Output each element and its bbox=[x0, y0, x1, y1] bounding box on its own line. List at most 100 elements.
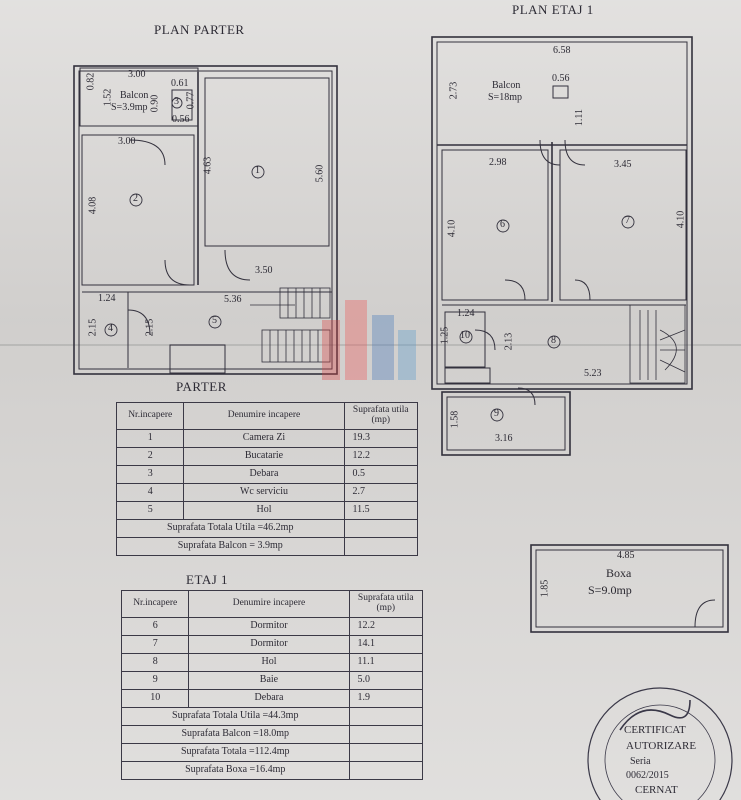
boxa-height-dim: 1.85 bbox=[539, 579, 551, 598]
table-total-row: Suprafata Totala Utila =44.3mp bbox=[121, 707, 423, 726]
table-row: 1 Camera Zi 19.3 bbox=[115, 429, 418, 448]
table-row: 8 Hol 11.1 bbox=[120, 653, 423, 672]
dim-label: 0.82 bbox=[85, 72, 97, 91]
col-header: Suprafata utila (mp) bbox=[348, 590, 423, 618]
table-total-row: Suprafata Balcon =18.0mp bbox=[121, 725, 423, 744]
cell-area: 1.9 bbox=[348, 689, 423, 708]
cell-name: Debara bbox=[188, 689, 350, 708]
cell-area: 2.7 bbox=[343, 483, 418, 502]
cell-area: 11.1 bbox=[348, 653, 423, 672]
cell-name: Bucatarie bbox=[183, 447, 345, 466]
col-header: Nr.incapere bbox=[120, 590, 190, 618]
dim-label: 4.10 bbox=[675, 210, 687, 229]
cell-area: 5.0 bbox=[348, 671, 423, 690]
table-row: 4 Wc serviciu 2.7 bbox=[115, 483, 418, 502]
watermark-logo bbox=[322, 300, 416, 380]
room-number: 4 bbox=[108, 323, 113, 334]
cell-nr: 1 bbox=[115, 429, 185, 448]
stamp-line: Seria bbox=[630, 756, 651, 767]
cell-nr: 3 bbox=[115, 465, 185, 484]
stamp-line: CERTIFICAT bbox=[624, 724, 686, 736]
dim-label: 3.00 bbox=[128, 69, 146, 80]
room-number: 8 bbox=[551, 335, 556, 346]
dim-label: 3.45 bbox=[614, 159, 632, 170]
dim-label: 0.77 bbox=[185, 91, 197, 110]
cell-area: 14.1 bbox=[348, 635, 423, 654]
room-number: 2 bbox=[133, 193, 138, 204]
stamp-line: 0062/2015 bbox=[626, 770, 669, 781]
dim-label: 3.00 bbox=[118, 136, 136, 147]
dim-label: 4.63 bbox=[202, 156, 214, 175]
cell-nr: 7 bbox=[120, 635, 190, 654]
paper-fold-horizontal bbox=[0, 344, 741, 346]
total-utila: Suprafata Totala Utila =46.2mp bbox=[116, 519, 345, 538]
cell-name: Dormitor bbox=[188, 617, 350, 636]
cell-nr: 6 bbox=[120, 617, 190, 636]
heading-parter: PARTER bbox=[176, 379, 227, 394]
total-utila: Suprafata Totala Utila =44.3mp bbox=[121, 707, 350, 726]
room-number: 1 bbox=[255, 165, 260, 176]
dim-label: 2.73 bbox=[448, 81, 460, 100]
col-header: Denumire incapere bbox=[183, 402, 345, 430]
cell-name: Debara bbox=[183, 465, 345, 484]
dim-label: 3.50 bbox=[255, 265, 273, 276]
dim-label: 5.23 bbox=[584, 368, 602, 379]
table-total-row: Suprafata Boxa =16.4mp bbox=[121, 761, 423, 780]
cell-name: Hol bbox=[188, 653, 350, 672]
cell-nr: 9 bbox=[120, 671, 190, 690]
table-row: 5 Hol 11.5 bbox=[115, 501, 418, 520]
cell-nr: 5 bbox=[115, 501, 185, 520]
cell-area: 12.2 bbox=[343, 447, 418, 466]
dim-label: 1.25 bbox=[439, 326, 451, 345]
dim-label: 0.56 bbox=[552, 73, 570, 84]
room-number: 10 bbox=[460, 330, 470, 341]
dim-label: 5.60 bbox=[314, 164, 326, 183]
room-number: 6 bbox=[500, 219, 505, 230]
room-number: 9 bbox=[494, 408, 499, 419]
table-row: 6 Dormitor 12.2 bbox=[120, 617, 423, 636]
stamp-line: AUTORIZARE bbox=[626, 740, 697, 752]
col-header: Nr.incapere bbox=[115, 402, 185, 430]
cell-area: 0.5 bbox=[343, 465, 418, 484]
parter-outline bbox=[73, 65, 338, 375]
cell-name: Hol bbox=[183, 501, 345, 520]
cell-area: 11.5 bbox=[343, 501, 418, 520]
cell-name: Wc serviciu bbox=[183, 483, 345, 502]
boxa-area: S=9.0mp bbox=[588, 583, 632, 597]
col-header: Denumire incapere bbox=[188, 590, 350, 618]
boxa-width-dim: 4.85 bbox=[617, 550, 635, 561]
table-row: 9 Baie 5.0 bbox=[120, 671, 423, 690]
balcon-area-etaj: S=18mp bbox=[488, 92, 522, 103]
cell-nr: 2 bbox=[115, 447, 185, 466]
room-number: 5 bbox=[212, 315, 217, 326]
table-total-row: Suprafata Balcon = 3.9mp bbox=[116, 537, 418, 556]
table-row: 7 Dormitor 14.1 bbox=[120, 635, 423, 654]
dim-label: 4.10 bbox=[446, 219, 458, 238]
dim-label: 0.90 bbox=[149, 94, 161, 113]
cell-nr: 4 bbox=[115, 483, 185, 502]
dim-label: 2.98 bbox=[489, 157, 507, 168]
table-total-row: Suprafata Totala Utila =46.2mp bbox=[116, 519, 418, 538]
dim-label: 1.24 bbox=[457, 308, 475, 319]
total-suprafata: Suprafata Totala =112.4mp bbox=[121, 743, 350, 762]
dim-label: 4.08 bbox=[87, 196, 99, 215]
balcon-label-etaj: Balcon bbox=[492, 80, 521, 91]
dim-label: 3.16 bbox=[495, 433, 513, 444]
dim-label: 0.61 bbox=[171, 78, 189, 89]
table-total-row: Suprafata Totala =112.4mp bbox=[121, 743, 423, 762]
heading-etaj: ETAJ 1 bbox=[186, 572, 229, 587]
table-row: 2 Bucatarie 12.2 bbox=[115, 447, 418, 466]
boxa-outline bbox=[530, 544, 729, 633]
balcon-label-parter: Balcon bbox=[120, 90, 149, 101]
heading-plan-parter: PLAN PARTER bbox=[154, 22, 245, 37]
room-number: 3 bbox=[174, 96, 179, 107]
room-number: 7 bbox=[625, 215, 630, 226]
dim-label: 2.13 bbox=[503, 332, 515, 351]
cell-name: Camera Zi bbox=[183, 429, 345, 448]
dim-label: 5.36 bbox=[224, 294, 242, 305]
col-header: Suprafata utila (mp) bbox=[343, 402, 418, 430]
cell-area: 19.3 bbox=[343, 429, 418, 448]
table-row: 3 Debara 0.5 bbox=[115, 465, 418, 484]
table-row: 10 Debara 1.9 bbox=[120, 689, 423, 708]
cell-name: Baie bbox=[188, 671, 350, 690]
